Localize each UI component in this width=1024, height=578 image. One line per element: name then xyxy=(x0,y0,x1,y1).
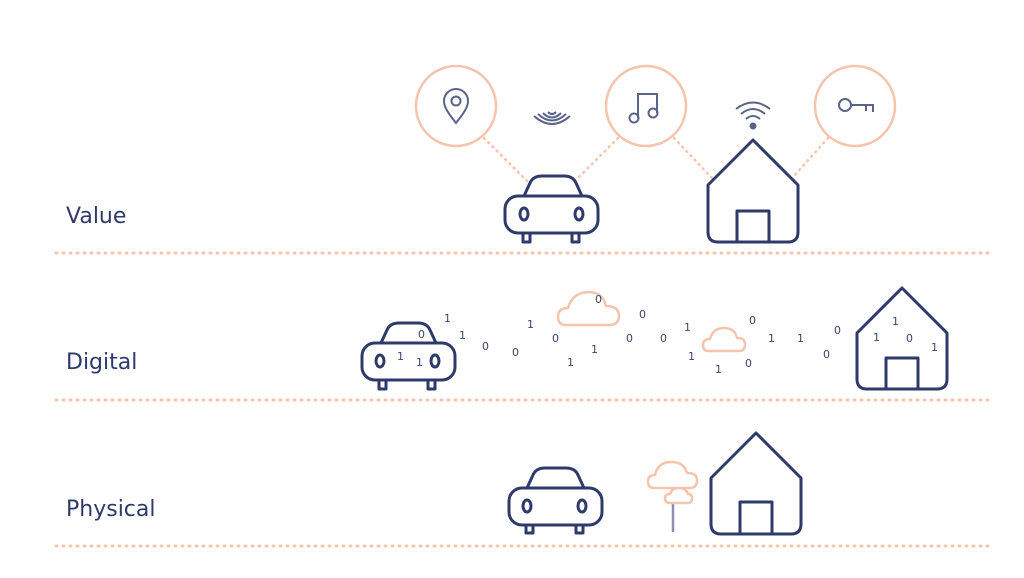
layer-label-value: Value xyxy=(66,204,127,229)
binary-digit: 0 xyxy=(552,332,559,345)
value-car-icon xyxy=(503,174,600,244)
digital-cloud-large xyxy=(556,290,621,327)
binary-digit: 1 xyxy=(416,356,423,369)
physical-car-icon xyxy=(507,466,604,535)
binary-digit: 0 xyxy=(482,340,489,353)
physical-house-icon xyxy=(709,431,803,536)
binary-digit: 0 xyxy=(745,357,752,370)
layer-label-physical: Physical xyxy=(66,497,156,522)
binary-digit: 0 xyxy=(418,328,425,341)
binary-digit: 0 xyxy=(823,348,830,361)
binary-digit: 0 xyxy=(906,332,913,345)
binary-digit: 0 xyxy=(595,293,602,306)
binary-digit: 0 xyxy=(749,314,756,327)
value-house-icon xyxy=(706,138,800,244)
binary-digit: 0 xyxy=(660,332,667,345)
binary-digit: 1 xyxy=(397,350,404,363)
value-connectors xyxy=(482,136,830,184)
digital-car-icon xyxy=(360,321,457,391)
binary-digit: 1 xyxy=(459,329,466,342)
binary-digit: 1 xyxy=(931,341,938,354)
binary-digit: 1 xyxy=(768,332,775,345)
binary-digit: 0 xyxy=(626,332,633,345)
binary-digit: 1 xyxy=(527,318,534,331)
binary-digit: 0 xyxy=(639,308,646,321)
key-icon xyxy=(838,98,874,112)
binary-digit: 1 xyxy=(444,312,451,325)
digital-house-icon xyxy=(855,286,949,391)
physical-tree-icon xyxy=(646,460,699,532)
binary-digit: 1 xyxy=(688,350,695,363)
music-note-icon xyxy=(628,93,659,124)
binary-digit: 1 xyxy=(567,356,574,369)
value-circle-music xyxy=(604,64,688,148)
binary-digit: 1 xyxy=(873,331,880,344)
binary-digit: 1 xyxy=(591,343,598,356)
binary-digit: 0 xyxy=(834,324,841,337)
binary-digit: 1 xyxy=(892,315,899,328)
binary-digit: 1 xyxy=(797,332,804,345)
binary-digit: 1 xyxy=(684,321,691,334)
wireless-signal-icon xyxy=(533,111,571,125)
wifi-icon xyxy=(735,101,771,130)
binary-digit: 1 xyxy=(715,363,722,376)
binary-digit: 0 xyxy=(512,346,519,359)
layer-label-digital: Digital xyxy=(66,350,138,375)
location-pin-icon xyxy=(442,88,470,125)
digital-cloud-small xyxy=(701,326,747,353)
